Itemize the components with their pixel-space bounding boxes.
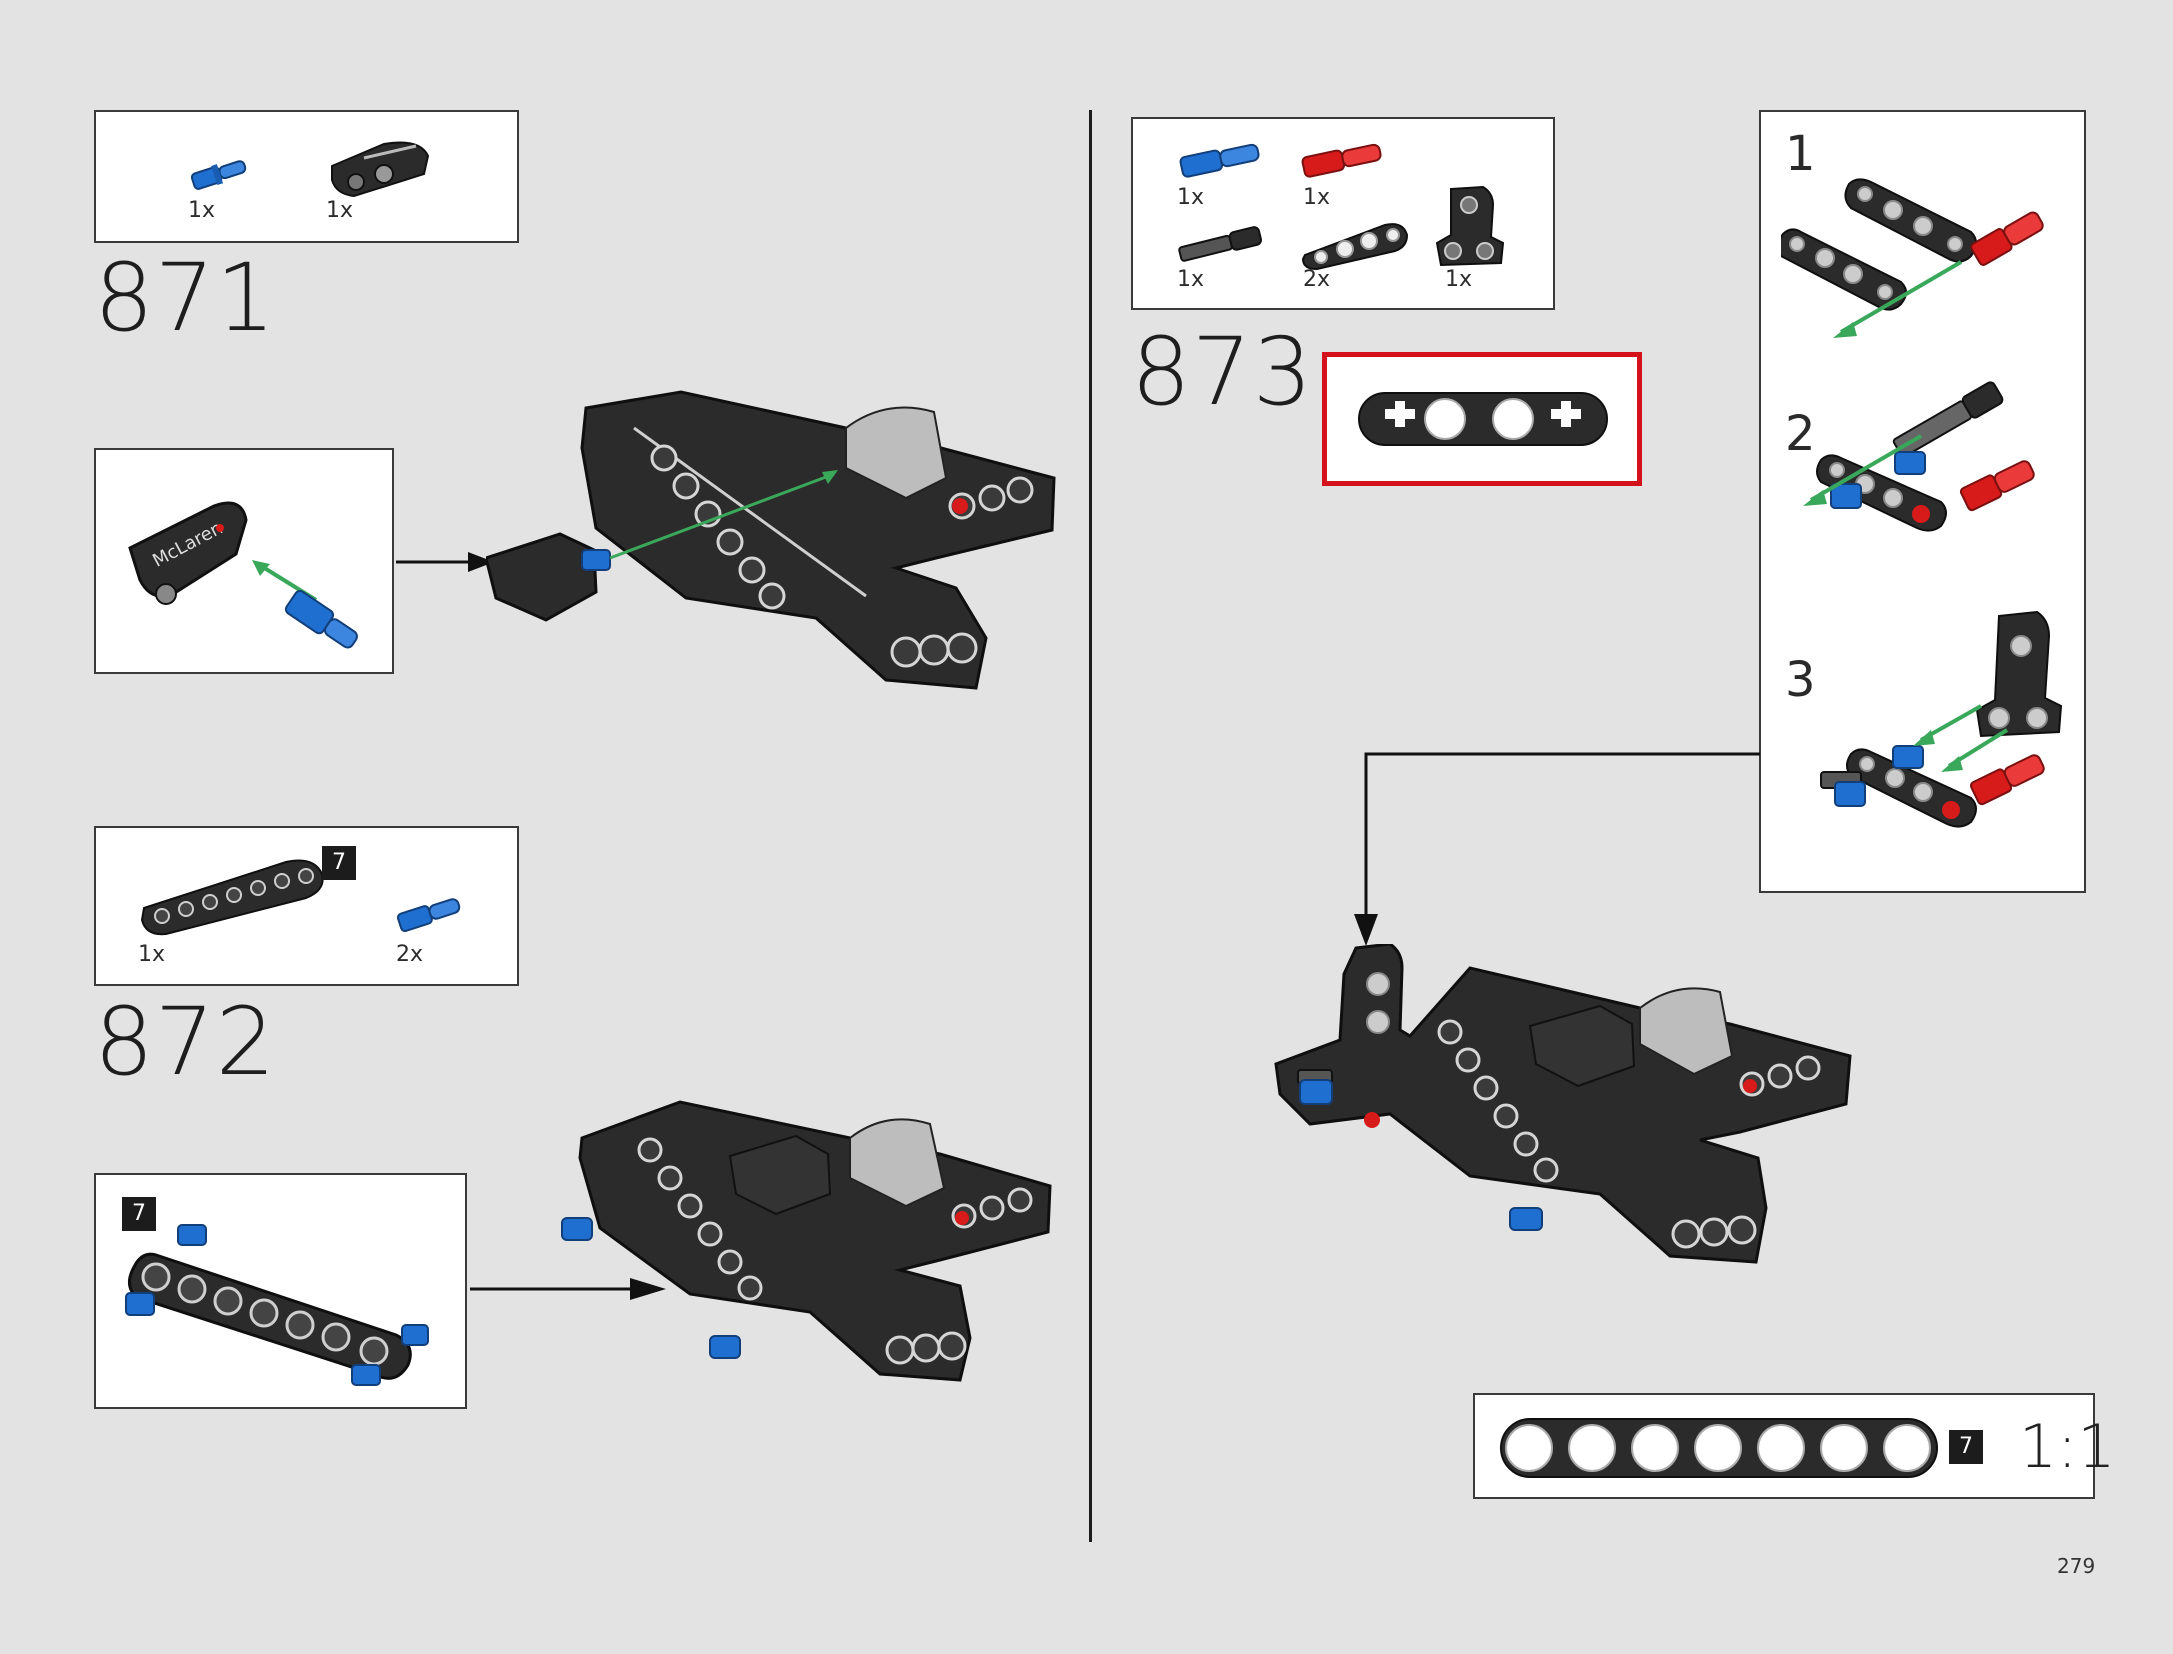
- step-873-parts-box: 1x 1x 1x 2x 1x: [1131, 117, 1555, 310]
- substep-number: 2: [1785, 406, 1816, 462]
- step-number-873: 873: [1131, 318, 1314, 427]
- part-qty: 1x: [1303, 185, 1331, 210]
- blue-pin-icon: [396, 898, 461, 933]
- assembly-872-illustration: [561, 1100, 1052, 1382]
- connector-icon: [1435, 185, 1505, 267]
- arrow-icon: [470, 1278, 666, 1300]
- length-badge: 7: [1949, 1430, 1983, 1464]
- step-871-subassembly-box: McLaren: [94, 448, 394, 674]
- beam-4-icon: [1358, 392, 1608, 446]
- axle-pin-icon: [1178, 226, 1262, 262]
- scale-guide-box: 7 1:1: [1473, 1393, 2116, 1499]
- step-871-parts-box: 1x 1x: [94, 110, 519, 243]
- step-872-parts-box: 7 1x 2x: [94, 826, 519, 986]
- part-qty: 1x: [326, 198, 354, 223]
- part-qty: 1x: [1177, 185, 1205, 210]
- mclaren-panel-icon: [331, 141, 430, 198]
- length-badge: 7: [122, 1197, 156, 1231]
- step-number-871: 871: [94, 244, 277, 353]
- beam-7-icon: [1500, 1418, 1938, 1478]
- beam-4-icon: [1301, 223, 1409, 271]
- part-qty: 2x: [1303, 267, 1331, 292]
- assembly-871-illustration: [486, 390, 1056, 690]
- page-divider: [1089, 110, 1092, 1542]
- substep-3-illustration: [1820, 610, 2063, 828]
- part-qty: 1x: [188, 198, 216, 223]
- page-number: 279: [2057, 1554, 2096, 1578]
- length-badge: 7: [322, 846, 356, 880]
- substep-1-illustration: [1781, 178, 2044, 338]
- step-872-subassembly-box: 7: [94, 1173, 467, 1409]
- blue-pin-icon: [190, 160, 247, 190]
- arrow-icon: [396, 552, 494, 572]
- part-qty: 2x: [396, 942, 424, 967]
- substeps-box: 1 2 3: [1759, 110, 2086, 893]
- connector-arrow-icon: [1354, 752, 1760, 946]
- mclaren-panel-icon: McLaren: [128, 501, 358, 649]
- substep-2-illustration: [1803, 381, 2035, 532]
- beam-7-icon: [140, 859, 324, 936]
- substep-number: 3: [1785, 652, 1816, 708]
- beam-with-pins-illustration: [125, 1224, 429, 1386]
- red-pin-icon: [1301, 143, 1382, 178]
- highlight-callout: [1322, 352, 1642, 486]
- part-qty: 1x: [1445, 267, 1473, 292]
- blue-pin-icon: [1179, 143, 1260, 178]
- scale-ratio: 1:1: [2019, 1412, 2116, 1482]
- assembly-873-illustration: [1274, 944, 1852, 1264]
- substep-number: 1: [1785, 126, 1816, 182]
- part-qty: 1x: [138, 942, 166, 967]
- step-number-872: 872: [94, 988, 277, 1097]
- part-qty: 1x: [1177, 267, 1205, 292]
